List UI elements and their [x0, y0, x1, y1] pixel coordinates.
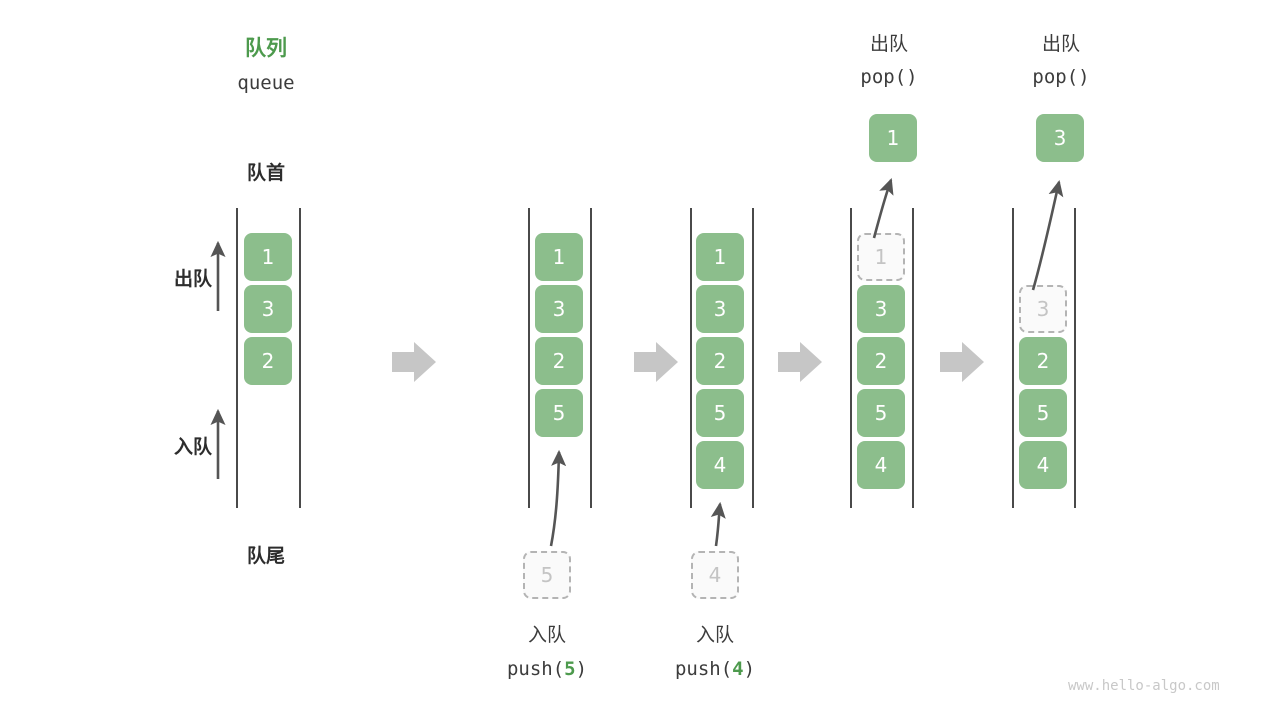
queue-cell: 3 — [857, 285, 905, 333]
queue-cell: 3 — [535, 285, 583, 333]
queue-cell: 5 — [535, 389, 583, 437]
step-arrow-icon — [940, 342, 984, 382]
pop-op-suffix: ) — [906, 66, 918, 88]
queue-cell: 2 — [696, 337, 744, 385]
queue-title-cn: 队列 — [245, 36, 287, 60]
pop-arrow-icon — [1031, 179, 1064, 291]
push-op-label-code: push(5) — [473, 656, 621, 683]
queue-cell: 5 — [857, 389, 905, 437]
queue-rail-right-3 — [752, 208, 754, 508]
pending-push-cell: 5 — [523, 551, 571, 599]
pop-op-label-code: pop() — [987, 64, 1135, 91]
dequeue-direction-label: 出队 — [173, 268, 212, 290]
watermark: www.hello-algo.com — [1068, 678, 1220, 694]
queue-cell: 4 — [857, 441, 905, 489]
queue-cell: 1 — [244, 233, 292, 281]
queue-rail-left-1 — [236, 208, 238, 508]
queue-cell: 4 — [1019, 441, 1067, 489]
pop-arrow-icon — [872, 178, 894, 239]
queue-rail-right-2 — [590, 208, 592, 508]
queue-cell: 2 — [244, 337, 292, 385]
push-op-prefix: push( — [674, 658, 733, 680]
step-arrow-icon — [634, 342, 678, 382]
queue-cell-removed: 1 — [857, 233, 905, 281]
queue-cell: 2 — [1019, 337, 1067, 385]
queue-title-code: queue — [237, 72, 295, 94]
push-arrow-icon — [549, 449, 567, 547]
queue-rail-left-3 — [690, 208, 692, 508]
pending-push-cell: 4 — [691, 551, 739, 599]
push-op-label-cn: 入队 — [527, 624, 566, 646]
enqueue-direction-label: 入队 — [173, 436, 212, 458]
queue-rail-right-5 — [1074, 208, 1076, 508]
push-op-label-cn: 入队 — [695, 624, 734, 646]
popped-cell: 1 — [869, 114, 917, 162]
queue-cell: 5 — [696, 389, 744, 437]
pop-op-label-code: pop() — [815, 64, 963, 91]
push-op-arg: 5 — [564, 658, 576, 680]
queue-rail-left-2 — [528, 208, 530, 508]
queue-cell: 2 — [535, 337, 583, 385]
push-op-suffix: ) — [743, 658, 756, 680]
queue-cell: 4 — [696, 441, 744, 489]
queue-cell: 5 — [1019, 389, 1067, 437]
pop-op-label-cn: 出队 — [1041, 33, 1080, 55]
queue-cell: 2 — [857, 337, 905, 385]
step-arrow-icon — [392, 342, 436, 382]
queue-tail-label: 队尾 — [246, 545, 285, 567]
pop-op-label-cn: 出队 — [869, 33, 908, 55]
pop-op-prefix: pop( — [1032, 66, 1079, 88]
push-op-suffix: ) — [575, 658, 588, 680]
queue-cell-removed: 3 — [1019, 285, 1067, 333]
queue-cell: 3 — [244, 285, 292, 333]
push-op-label-code: push(4) — [641, 656, 789, 683]
queue-cell: 1 — [535, 233, 583, 281]
step-arrow-icon — [778, 342, 822, 382]
push-arrow-icon — [710, 501, 726, 547]
queue-rail-left-4 — [850, 208, 852, 508]
push-op-arg: 4 — [732, 658, 744, 680]
queue-head-label: 队首 — [246, 162, 285, 184]
pop-op-prefix: pop( — [860, 66, 907, 88]
queue-cell: 1 — [696, 233, 744, 281]
push-op-prefix: push( — [506, 658, 565, 680]
queue-rail-right-1 — [299, 208, 301, 508]
queue-rail-right-4 — [912, 208, 914, 508]
popped-cell: 3 — [1036, 114, 1084, 162]
queue-rail-left-5 — [1012, 208, 1014, 508]
pop-op-suffix: ) — [1078, 66, 1090, 88]
queue-cell: 3 — [696, 285, 744, 333]
